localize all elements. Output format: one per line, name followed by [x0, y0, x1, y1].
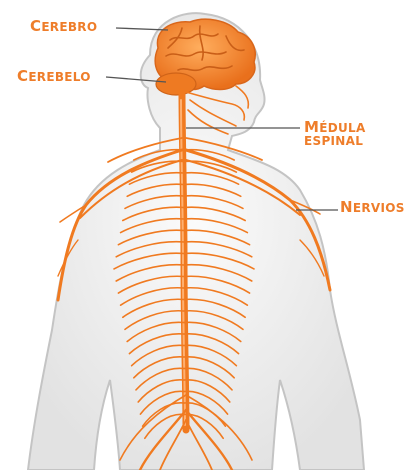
label-nervios-initial: N — [340, 198, 353, 216]
label-medula-rest: ÉDULA — [319, 121, 365, 135]
label-cerebro-rest: EREBRO — [41, 20, 97, 34]
label-cerebelo-initial: C — [17, 67, 28, 85]
label-medula-espinal: MÉDULA ESPINAL — [304, 121, 366, 148]
label-cerebelo-rest: EREBELO — [28, 70, 91, 84]
label-cerebro: CEREBRO — [30, 20, 97, 34]
label-nervios: NERVIOS — [340, 201, 405, 215]
label-nervios-rest: ERVIOS — [353, 201, 405, 215]
label-cerebelo: CEREBELO — [17, 70, 91, 84]
label-medula-line1: MÉDULA — [304, 121, 366, 135]
label-cerebro-initial: C — [30, 17, 41, 35]
label-medula-line2: ESPINAL — [304, 135, 366, 148]
cerebellum-icon — [156, 73, 196, 95]
